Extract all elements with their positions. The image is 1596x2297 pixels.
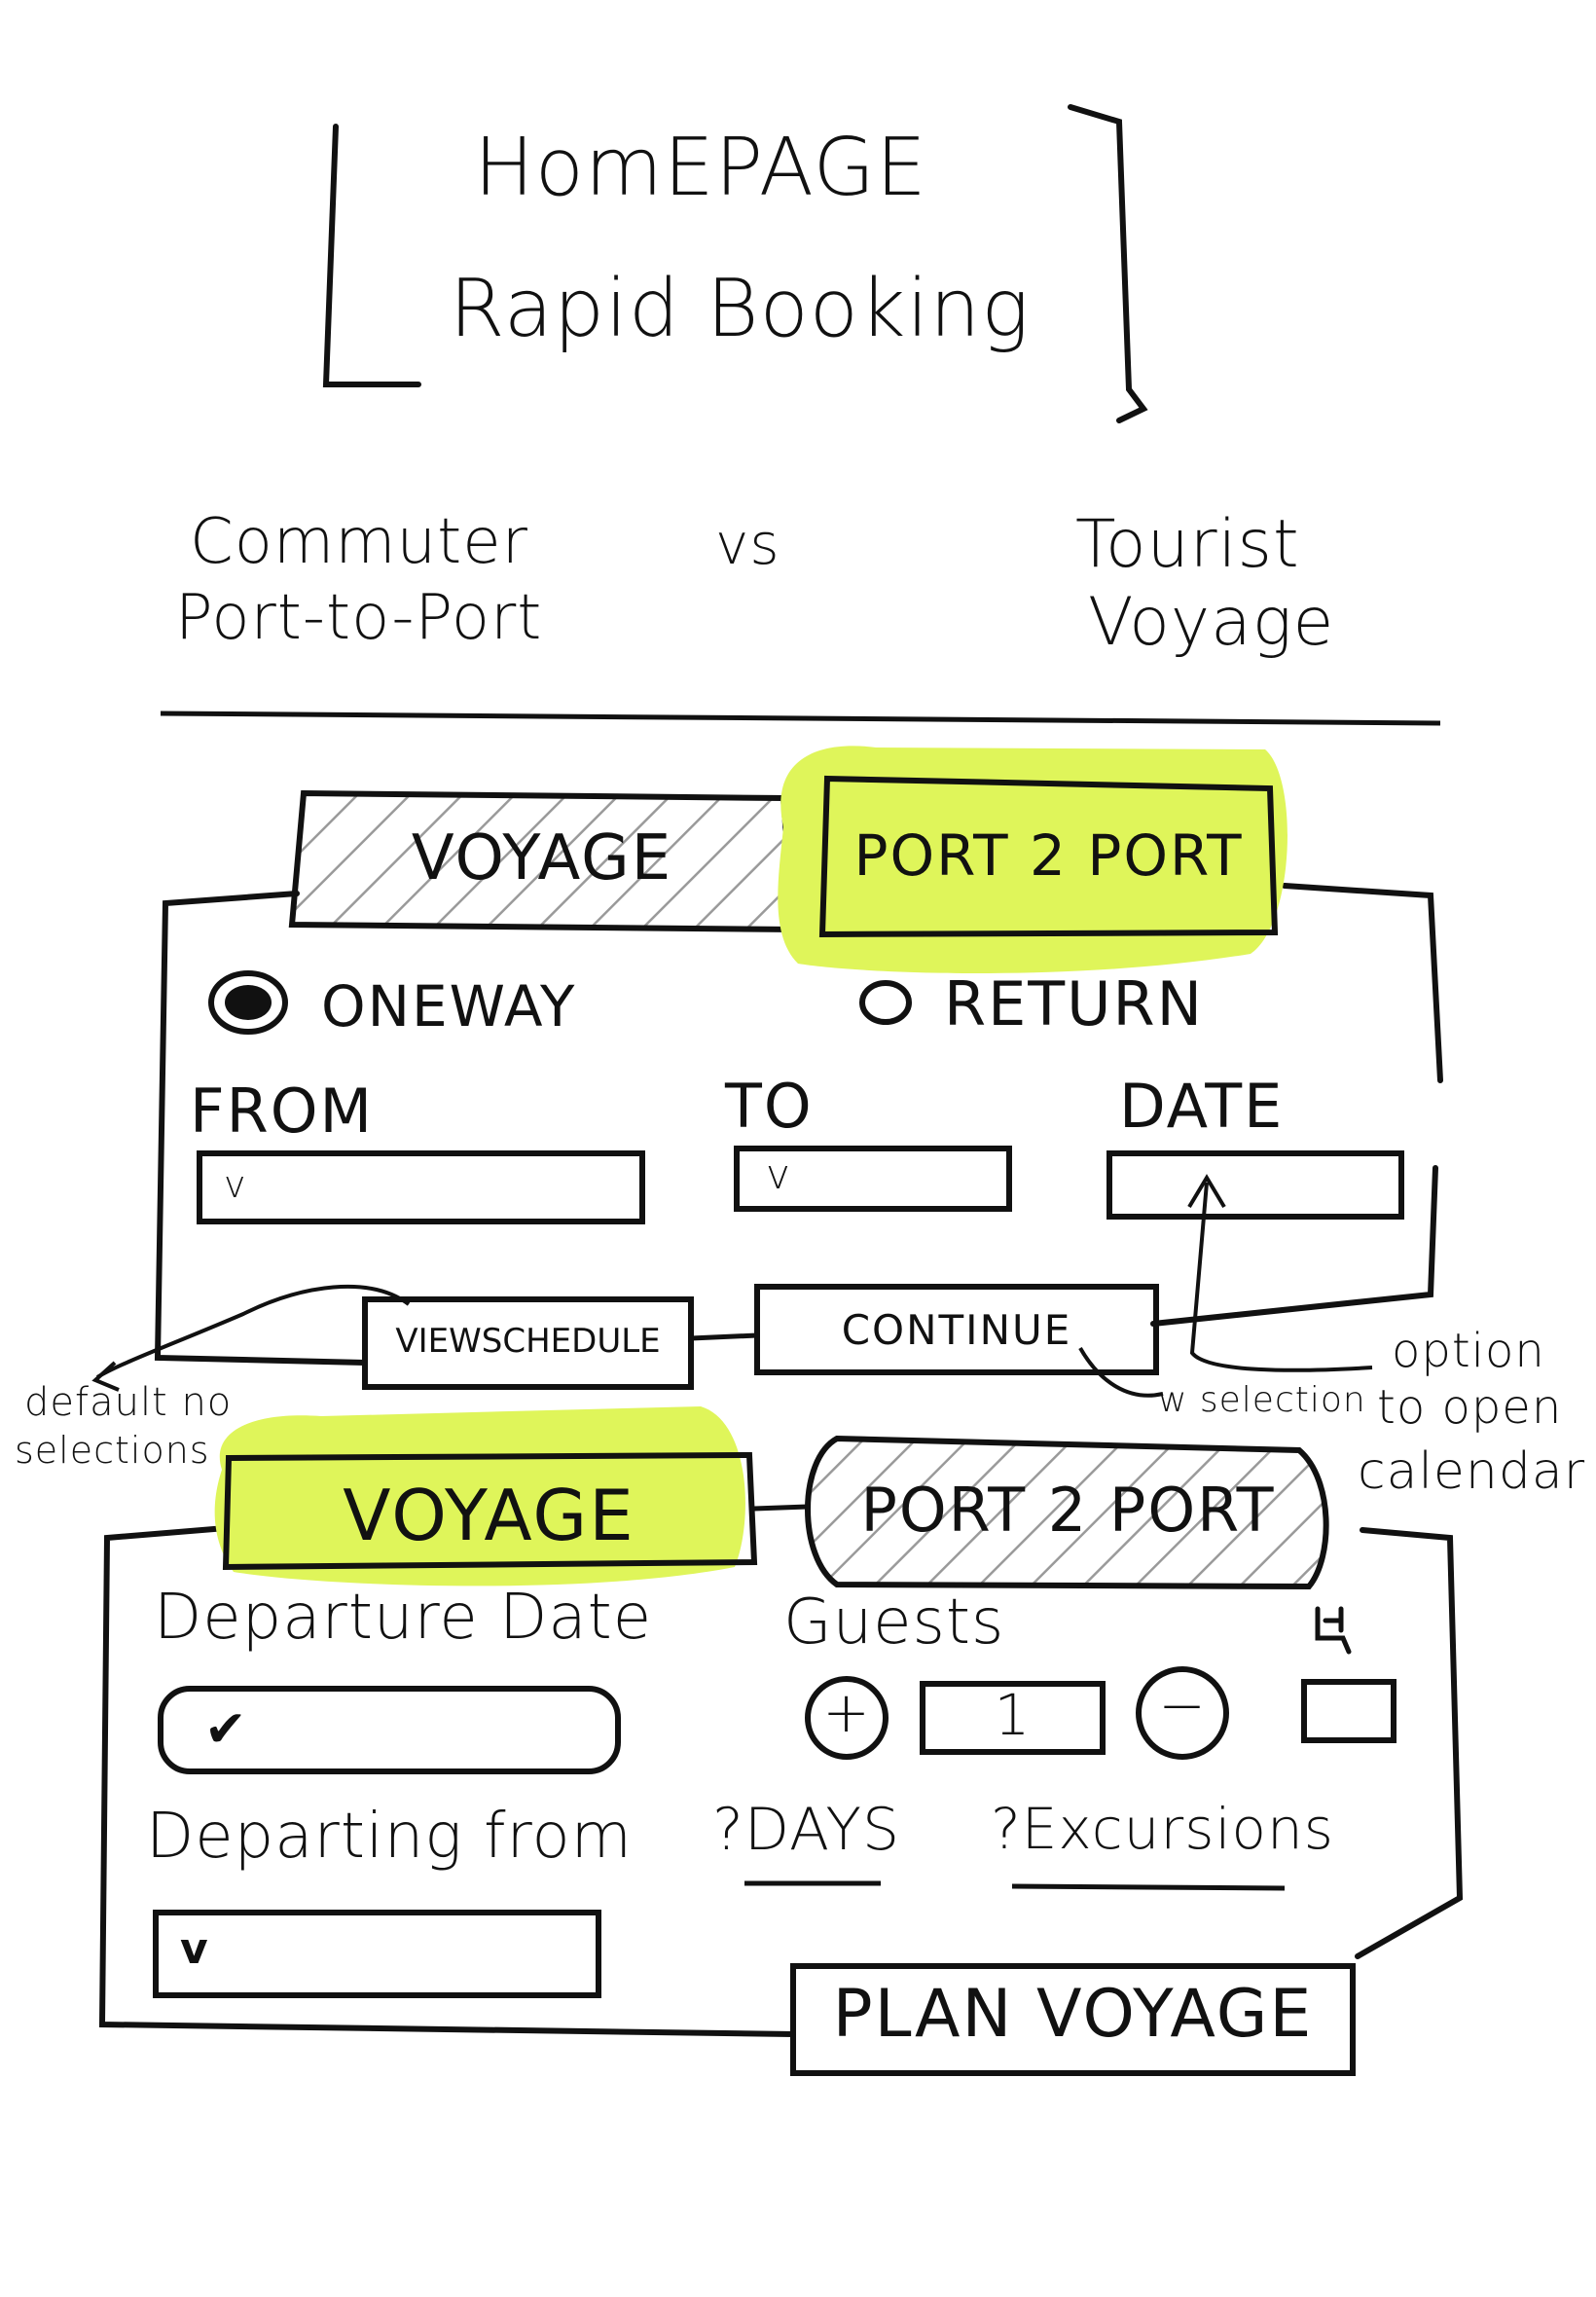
guests-minus-button[interactable]: − xyxy=(1158,1672,1207,1738)
view-schedule-button-shape xyxy=(362,1296,694,1390)
guests-plus-circle xyxy=(805,1676,889,1760)
departing-from-dropdown[interactable]: v xyxy=(156,1913,598,1995)
annotation-default-line1: default no xyxy=(24,1380,233,1425)
guests-plus-button[interactable]: + xyxy=(822,1679,871,1745)
port-to-port-label: Port-to-Port xyxy=(175,582,543,654)
panel2-tab-port-shape xyxy=(805,1435,1329,1590)
panel2-tab-port2port[interactable]: PORT 2 PORT xyxy=(860,1475,1276,1546)
departure-date-input[interactable]: ✔ xyxy=(161,1689,618,1771)
radio-return-outline xyxy=(859,980,912,1025)
radio-return[interactable] xyxy=(858,978,913,1027)
default-arrowhead xyxy=(91,1361,120,1392)
default-annotation-arrow xyxy=(95,1284,411,1379)
header-subtitle: Rapid Booking xyxy=(449,263,1031,355)
departure-date-label: Departure Date xyxy=(154,1582,653,1654)
divider-line xyxy=(160,711,1441,726)
from-input-shape xyxy=(197,1150,645,1224)
view-schedule-button[interactable]: VIEWSCHEDULE xyxy=(395,1322,661,1361)
days-link[interactable]: ?DAYS xyxy=(712,1796,901,1864)
accessibility-checkbox[interactable] xyxy=(1304,1682,1394,1740)
to-input-shape xyxy=(734,1146,1012,1212)
radio-oneway-dot xyxy=(225,985,272,1020)
panel1-tab-voyage[interactable]: VOYAGE xyxy=(411,822,673,894)
accessibility-checkbox-shape xyxy=(1301,1679,1396,1743)
plan-voyage-button[interactable]: PLAN VOYAGE xyxy=(832,1976,1314,2053)
voyage-label: Voyage xyxy=(1088,584,1335,661)
excursions-underline xyxy=(1011,1883,1286,1891)
excursions-link[interactable]: ?Excursions xyxy=(991,1796,1335,1862)
tourist-label: Tourist xyxy=(1075,506,1300,583)
chevron-down-icon: v xyxy=(224,1163,247,1206)
continue-button[interactable]: CONTINUE xyxy=(841,1306,1072,1354)
departing-from-input-shape xyxy=(153,1910,601,1998)
guests-value-box xyxy=(920,1681,1106,1755)
radio-return-label: RETURN xyxy=(944,968,1204,1039)
commuter-label: Commuter xyxy=(190,506,528,578)
date-label: DATE xyxy=(1119,1071,1285,1142)
panel1-tab-port-shape xyxy=(818,775,1279,938)
selection-annotation-arrow xyxy=(1078,1347,1164,1398)
to-dropdown[interactable]: v xyxy=(737,1148,1009,1209)
chevron-down-icon: v xyxy=(180,1924,209,1974)
calendar-arrowhead xyxy=(1187,1174,1226,1209)
panel2-tab-voyage-highlight xyxy=(214,1406,745,1586)
from-dropdown[interactable]: v xyxy=(200,1153,642,1221)
guests-value[interactable]: 1 xyxy=(994,1682,1032,1748)
guests-label: Guests xyxy=(783,1586,1005,1659)
date-input[interactable] xyxy=(1109,1153,1401,1217)
guests-minus-circle xyxy=(1136,1666,1229,1760)
header-title: HomEPAGE xyxy=(474,122,927,214)
radio-oneway[interactable] xyxy=(209,973,287,1032)
panel1-outline xyxy=(154,883,1443,1366)
title-bracket-right xyxy=(1068,104,1148,423)
departing-from-label: Departing from xyxy=(146,1801,633,1873)
panel1-tab-port2port[interactable]: PORT 2 PORT xyxy=(853,822,1244,889)
chevron-down-icon: v xyxy=(766,1150,791,1198)
annotation-w-selection: w selection xyxy=(1158,1380,1366,1420)
calendar-annotation-arrow xyxy=(1189,1182,1373,1372)
panel2-tab-connector xyxy=(753,1504,809,1512)
departure-date-input-shape xyxy=(158,1686,621,1774)
title-bracket-left xyxy=(322,124,421,387)
annotation-option-line3: calendar xyxy=(1358,1442,1586,1501)
chevron-down-icon: ✔ xyxy=(204,1700,247,1759)
vs-label: vs xyxy=(715,511,780,577)
panel2-outline xyxy=(98,1525,1464,2037)
button-connector xyxy=(690,1332,758,1341)
annotation-option-line1: option xyxy=(1392,1324,1545,1378)
wheelchair-icon xyxy=(1304,1601,1362,1659)
radio-oneway-outline xyxy=(208,970,288,1035)
annotation-option-line2: to open xyxy=(1377,1380,1563,1435)
date-input-shape xyxy=(1106,1150,1404,1220)
panel2-tab-voyage-shape xyxy=(222,1451,758,1571)
plan-voyage-button-shape xyxy=(790,1963,1356,2076)
continue-button-shape xyxy=(754,1284,1159,1375)
panel2-tab-voyage[interactable]: VOYAGE xyxy=(343,1475,635,1556)
from-label: FROM xyxy=(190,1076,375,1147)
radio-oneway-label: ONEWAY xyxy=(321,973,577,1039)
panel1-tab-port-highlight xyxy=(778,746,1288,973)
to-label: TO xyxy=(725,1071,814,1142)
annotation-default-line2: selections xyxy=(15,1429,210,1472)
